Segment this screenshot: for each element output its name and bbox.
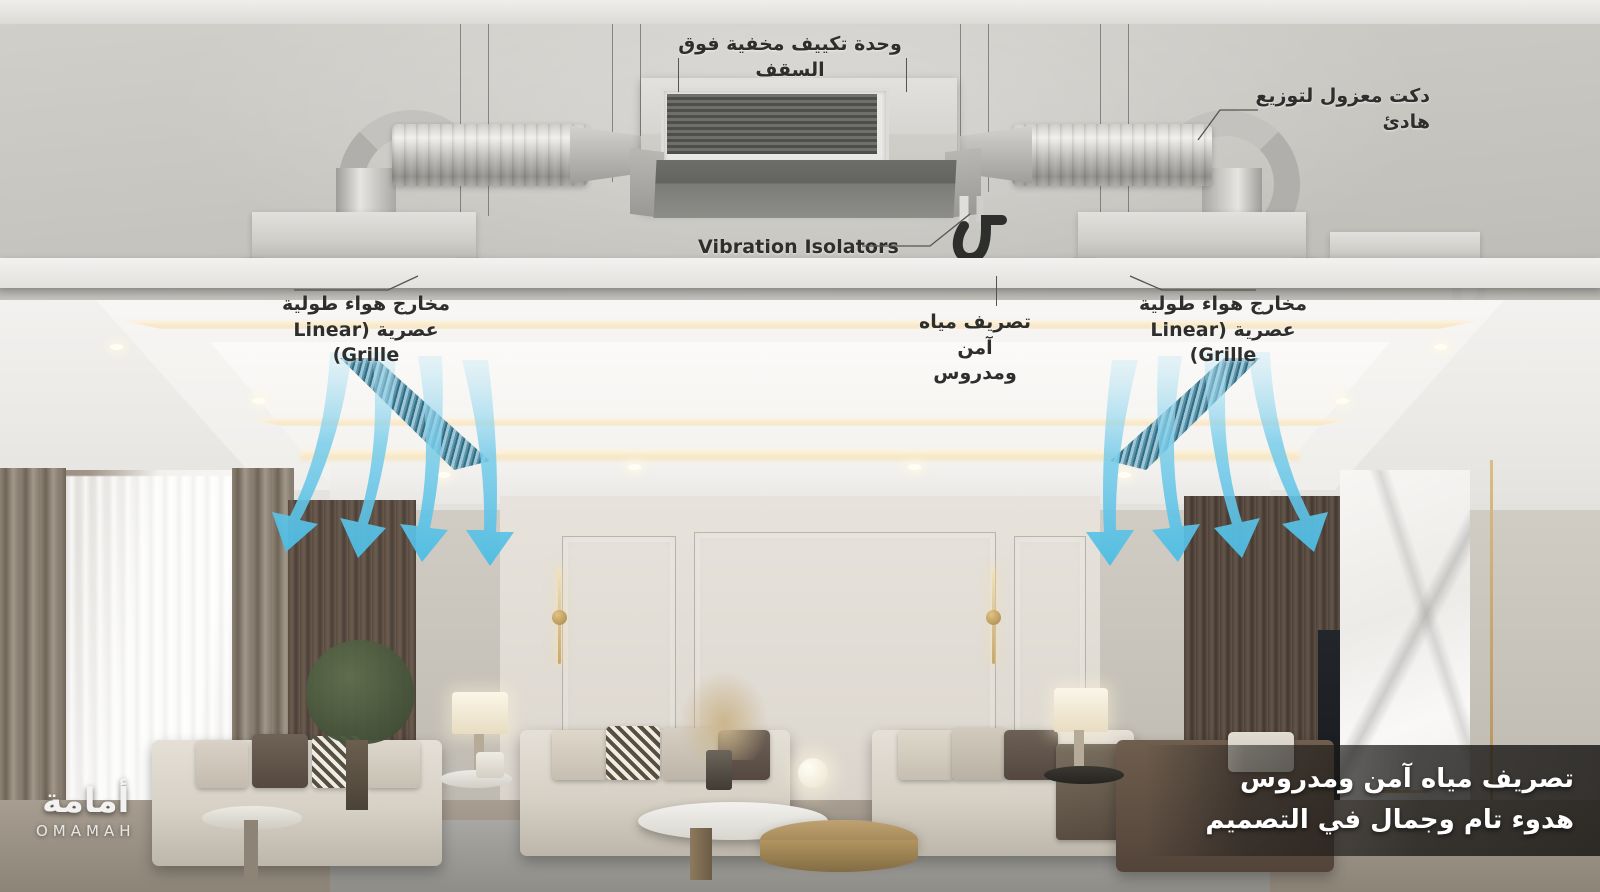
suspension-rod [488, 24, 489, 216]
leader-line-grille-left [294, 275, 419, 291]
leader-line-unit-right [906, 58, 907, 92]
downlight-icon [437, 472, 450, 478]
leader-line-duct [1197, 109, 1258, 141]
suspension-rod [1100, 24, 1101, 220]
cushion [552, 730, 608, 780]
brass-reveal-trim [1490, 460, 1493, 880]
suspension-rod [640, 24, 641, 184]
table-lamp-left [452, 692, 508, 734]
ac-louver-grille [667, 94, 877, 154]
pampas-grass [678, 668, 770, 760]
table-pedestal [690, 828, 712, 880]
downlight-icon [1118, 472, 1131, 478]
suspension-rod [1128, 24, 1129, 220]
structural-slab [0, 0, 1600, 24]
leader-line-isolators [862, 213, 971, 247]
suspension-rod [460, 24, 461, 214]
decor-object [476, 752, 504, 778]
ac-lower-casing [653, 160, 957, 218]
side-table-leg [244, 820, 258, 884]
throw-blanket [1056, 744, 1126, 840]
label-drain-line2: ومدروس [933, 362, 1017, 385]
suspension-rod [612, 24, 613, 182]
downlight-icon [628, 464, 641, 470]
label-linear-grille-right-line2: عصرية (Linear Grille) [1150, 318, 1296, 367]
suspended-ceiling-slab [0, 258, 1600, 288]
caption-overlay: تصريف مياه آمن ومدروس هدوء تام وجمال في … [1145, 745, 1600, 856]
suspension-rod [960, 24, 961, 184]
cushion [196, 740, 248, 788]
duct-ribs [392, 124, 588, 186]
ceiling-shadow [0, 288, 1600, 300]
supply-plenum-right [1078, 212, 1306, 264]
downlight-icon [908, 464, 921, 470]
label-linear-grille-left-line1: مخارج هواء طولية [282, 293, 450, 315]
globe-lamp [798, 758, 828, 788]
sconce-disc-right [986, 610, 1001, 625]
downlight-icon [110, 344, 123, 350]
caption-line-1: تصريف مياه آمن ومدروس [1240, 764, 1574, 795]
cushion [952, 728, 1006, 780]
p-trap-icon [950, 196, 1010, 268]
label-linear-grille-right-line1: مخارج هواء طولية [1139, 293, 1307, 315]
downlight-icon [1434, 344, 1447, 350]
cushion [366, 740, 420, 788]
label-insulated-duct: دكت معزول لتوزيع هادئ [1255, 85, 1430, 133]
brass-table-body [760, 840, 918, 872]
brand-logo: أمامة OMAMAH [36, 781, 136, 840]
cove-light-center [300, 450, 1300, 460]
downlight-icon [252, 398, 265, 404]
label-drain-line1: تصريف مياه آمن [919, 311, 1031, 359]
caption-line-2: هدوء تام وجمال في التصميم [1205, 804, 1574, 835]
suspension-rod [988, 24, 989, 192]
label-linear-grille-left-line2: عصرية (Linear Grille) [293, 318, 439, 367]
insulated-duct-right [1012, 124, 1212, 186]
leader-line-drain [996, 276, 997, 306]
cove-light-inner [248, 418, 1352, 426]
logo-latin: OMAMAH [36, 822, 136, 840]
table-lamp-right [1054, 688, 1108, 732]
insulated-duct-left [392, 124, 588, 186]
label-concealed-unit: وحدة تكييف مخفية فوق السقف [678, 33, 902, 81]
cushion [898, 730, 954, 780]
sconce-disc-left [552, 610, 567, 625]
logo-arabic: أمامة [42, 781, 130, 821]
duct-ribs [1012, 124, 1212, 186]
label-vibration-isolators: Vibration Isolators [698, 236, 899, 258]
cove-light-outer [120, 320, 1480, 329]
console-right [1044, 766, 1124, 784]
supply-plenum-left [252, 212, 476, 264]
cushion [252, 734, 308, 788]
lamp-stem-right [1074, 730, 1084, 766]
downlight-icon [1336, 398, 1349, 404]
leader-line-unit-left [678, 58, 679, 92]
cushion-checked [606, 726, 660, 780]
leader-line-grille-right [1129, 275, 1256, 291]
vase [706, 750, 732, 790]
